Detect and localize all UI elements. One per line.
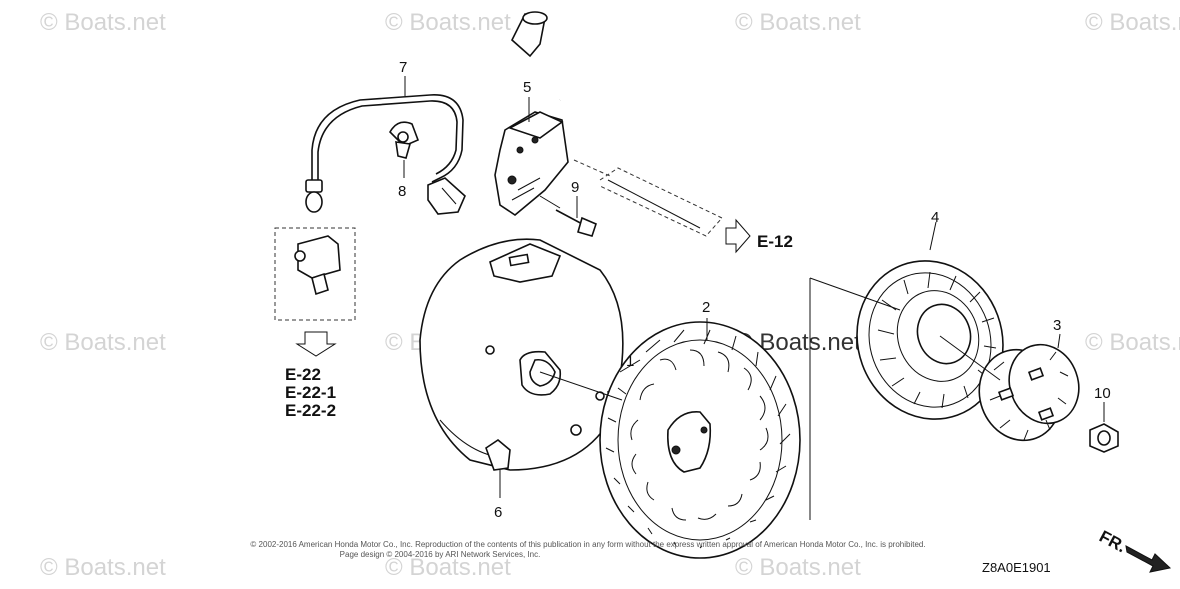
copyright-line-2: Page design © 2004-2016 by ARI Network S… xyxy=(340,550,541,559)
part-7-wire xyxy=(305,94,466,215)
part-9-bolt xyxy=(539,195,597,237)
part-6-flywheel-housing xyxy=(419,238,624,498)
watermark: © Boats.net xyxy=(735,554,861,581)
e22-detail-box xyxy=(274,227,356,357)
callout-9: 9 xyxy=(571,179,579,196)
watermark: © Boats.net xyxy=(1085,9,1180,36)
callout-4: 4 xyxy=(931,209,939,226)
callout-10: 10 xyxy=(1094,385,1111,402)
callout-5: 5 xyxy=(523,79,531,96)
front-direction-indicator: FR. xyxy=(1096,527,1172,573)
watermark: © Boats.net xyxy=(385,9,511,36)
ref-e22-2: E-22-2 xyxy=(285,401,336,420)
watermark: © Boats.net xyxy=(40,9,166,36)
callout-2: 2 xyxy=(702,299,710,316)
callout-8: 8 xyxy=(398,183,406,200)
callout-leaders xyxy=(403,76,708,340)
assembly-lines xyxy=(539,277,1001,520)
part-2-fan xyxy=(599,321,801,559)
watermark: © Boats.net xyxy=(385,554,511,581)
copyright-block: © 2002-2016 American Honda Motor Co., In… xyxy=(250,540,925,559)
bolt-detail-box xyxy=(573,159,751,254)
part-10-nut xyxy=(1089,402,1119,453)
front-label: FR. xyxy=(1096,527,1129,557)
watermark: © Boats.net xyxy=(40,329,166,356)
watermark: © Boats.net xyxy=(735,9,861,36)
callout-7: 7 xyxy=(399,59,407,76)
ref-e12: E-12 xyxy=(757,232,793,251)
callout-labels: 7 5 8 9 4 2 3 1 10 6 xyxy=(398,59,1111,521)
part-5-ignition-coil xyxy=(494,11,601,216)
watermark: © Boats.net xyxy=(40,554,166,581)
front-arrow-icon xyxy=(1125,545,1172,573)
callout-3: 3 xyxy=(1053,317,1061,334)
callout-1: 1 xyxy=(626,353,634,370)
diagram-code: Z8A0E1901 xyxy=(982,560,1051,575)
copyright-line-1: © 2002-2016 American Honda Motor Co., In… xyxy=(250,540,925,549)
watermark: © Boats.net xyxy=(1085,329,1180,356)
part-3-starter-cup xyxy=(978,333,1080,442)
ref-e22-1: E-22-1 xyxy=(285,383,336,402)
section-references: E-12 E-22 E-22-1 E-22-2 xyxy=(285,232,793,420)
part-8-clamp xyxy=(389,121,420,159)
fan-blades xyxy=(605,329,791,549)
ref-e22: E-22 xyxy=(285,365,321,384)
callout-6: 6 xyxy=(494,504,502,521)
